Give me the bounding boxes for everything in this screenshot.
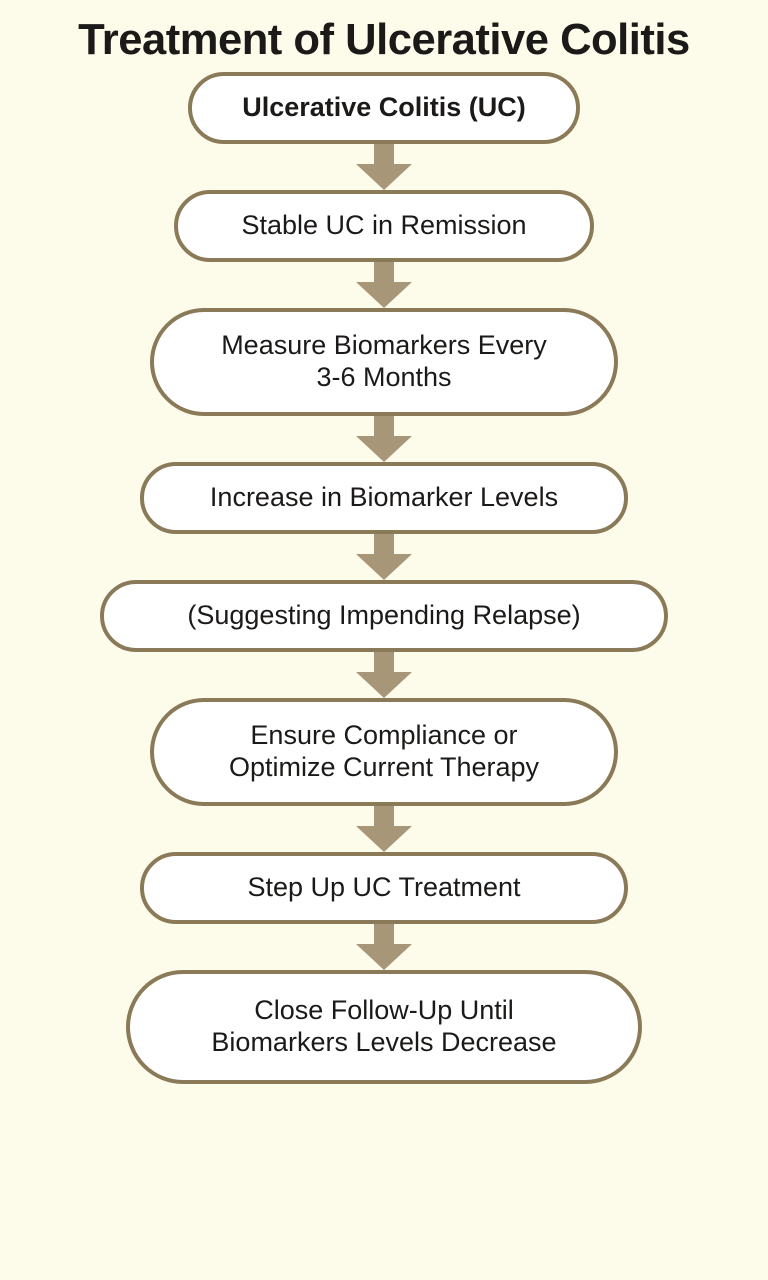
flow-node-label: Increase in Biomarker Levels: [209, 482, 559, 513]
flow-node-label: Ensure Compliance or Optimize Current Th…: [228, 720, 540, 782]
flow-node-compliance: Ensure Compliance or Optimize Current Th…: [150, 698, 618, 806]
flow-node-relapse: (Suggesting Impending Relapse): [100, 580, 668, 652]
flow-node-label: Stable UC in Remission: [241, 210, 527, 241]
flow-node-label: Step Up UC Treatment: [247, 872, 521, 903]
flow-node-measure: Measure Biomarkers Every 3-6 Months: [150, 308, 618, 416]
flow-arrow-5: [356, 652, 412, 698]
page-title: Treatment of Ulcerative Colitis: [78, 15, 690, 64]
flow-node-label: Measure Biomarkers Every 3-6 Months: [221, 330, 547, 392]
flow-arrow-7: [356, 924, 412, 970]
flow-node-uc: Ulcerative Colitis (UC): [188, 72, 580, 144]
flow-node-label: Ulcerative Colitis (UC): [242, 92, 526, 123]
flow-arrow-2: [356, 262, 412, 308]
flow-arrow-6: [356, 806, 412, 852]
flow-arrow-3: [356, 416, 412, 462]
flow-node-remission: Stable UC in Remission: [174, 190, 594, 262]
flow-node-label: (Suggesting Impending Relapse): [187, 600, 581, 631]
flow-arrow-1: [356, 144, 412, 190]
flow-node-followup: Close Follow-Up Until Biomarkers Levels …: [126, 970, 642, 1084]
flow-node-increase: Increase in Biomarker Levels: [140, 462, 628, 534]
flow-node-stepup: Step Up UC Treatment: [140, 852, 628, 924]
flow-node-label: Close Follow-Up Until Biomarkers Levels …: [211, 995, 557, 1057]
flow-arrow-4: [356, 534, 412, 580]
